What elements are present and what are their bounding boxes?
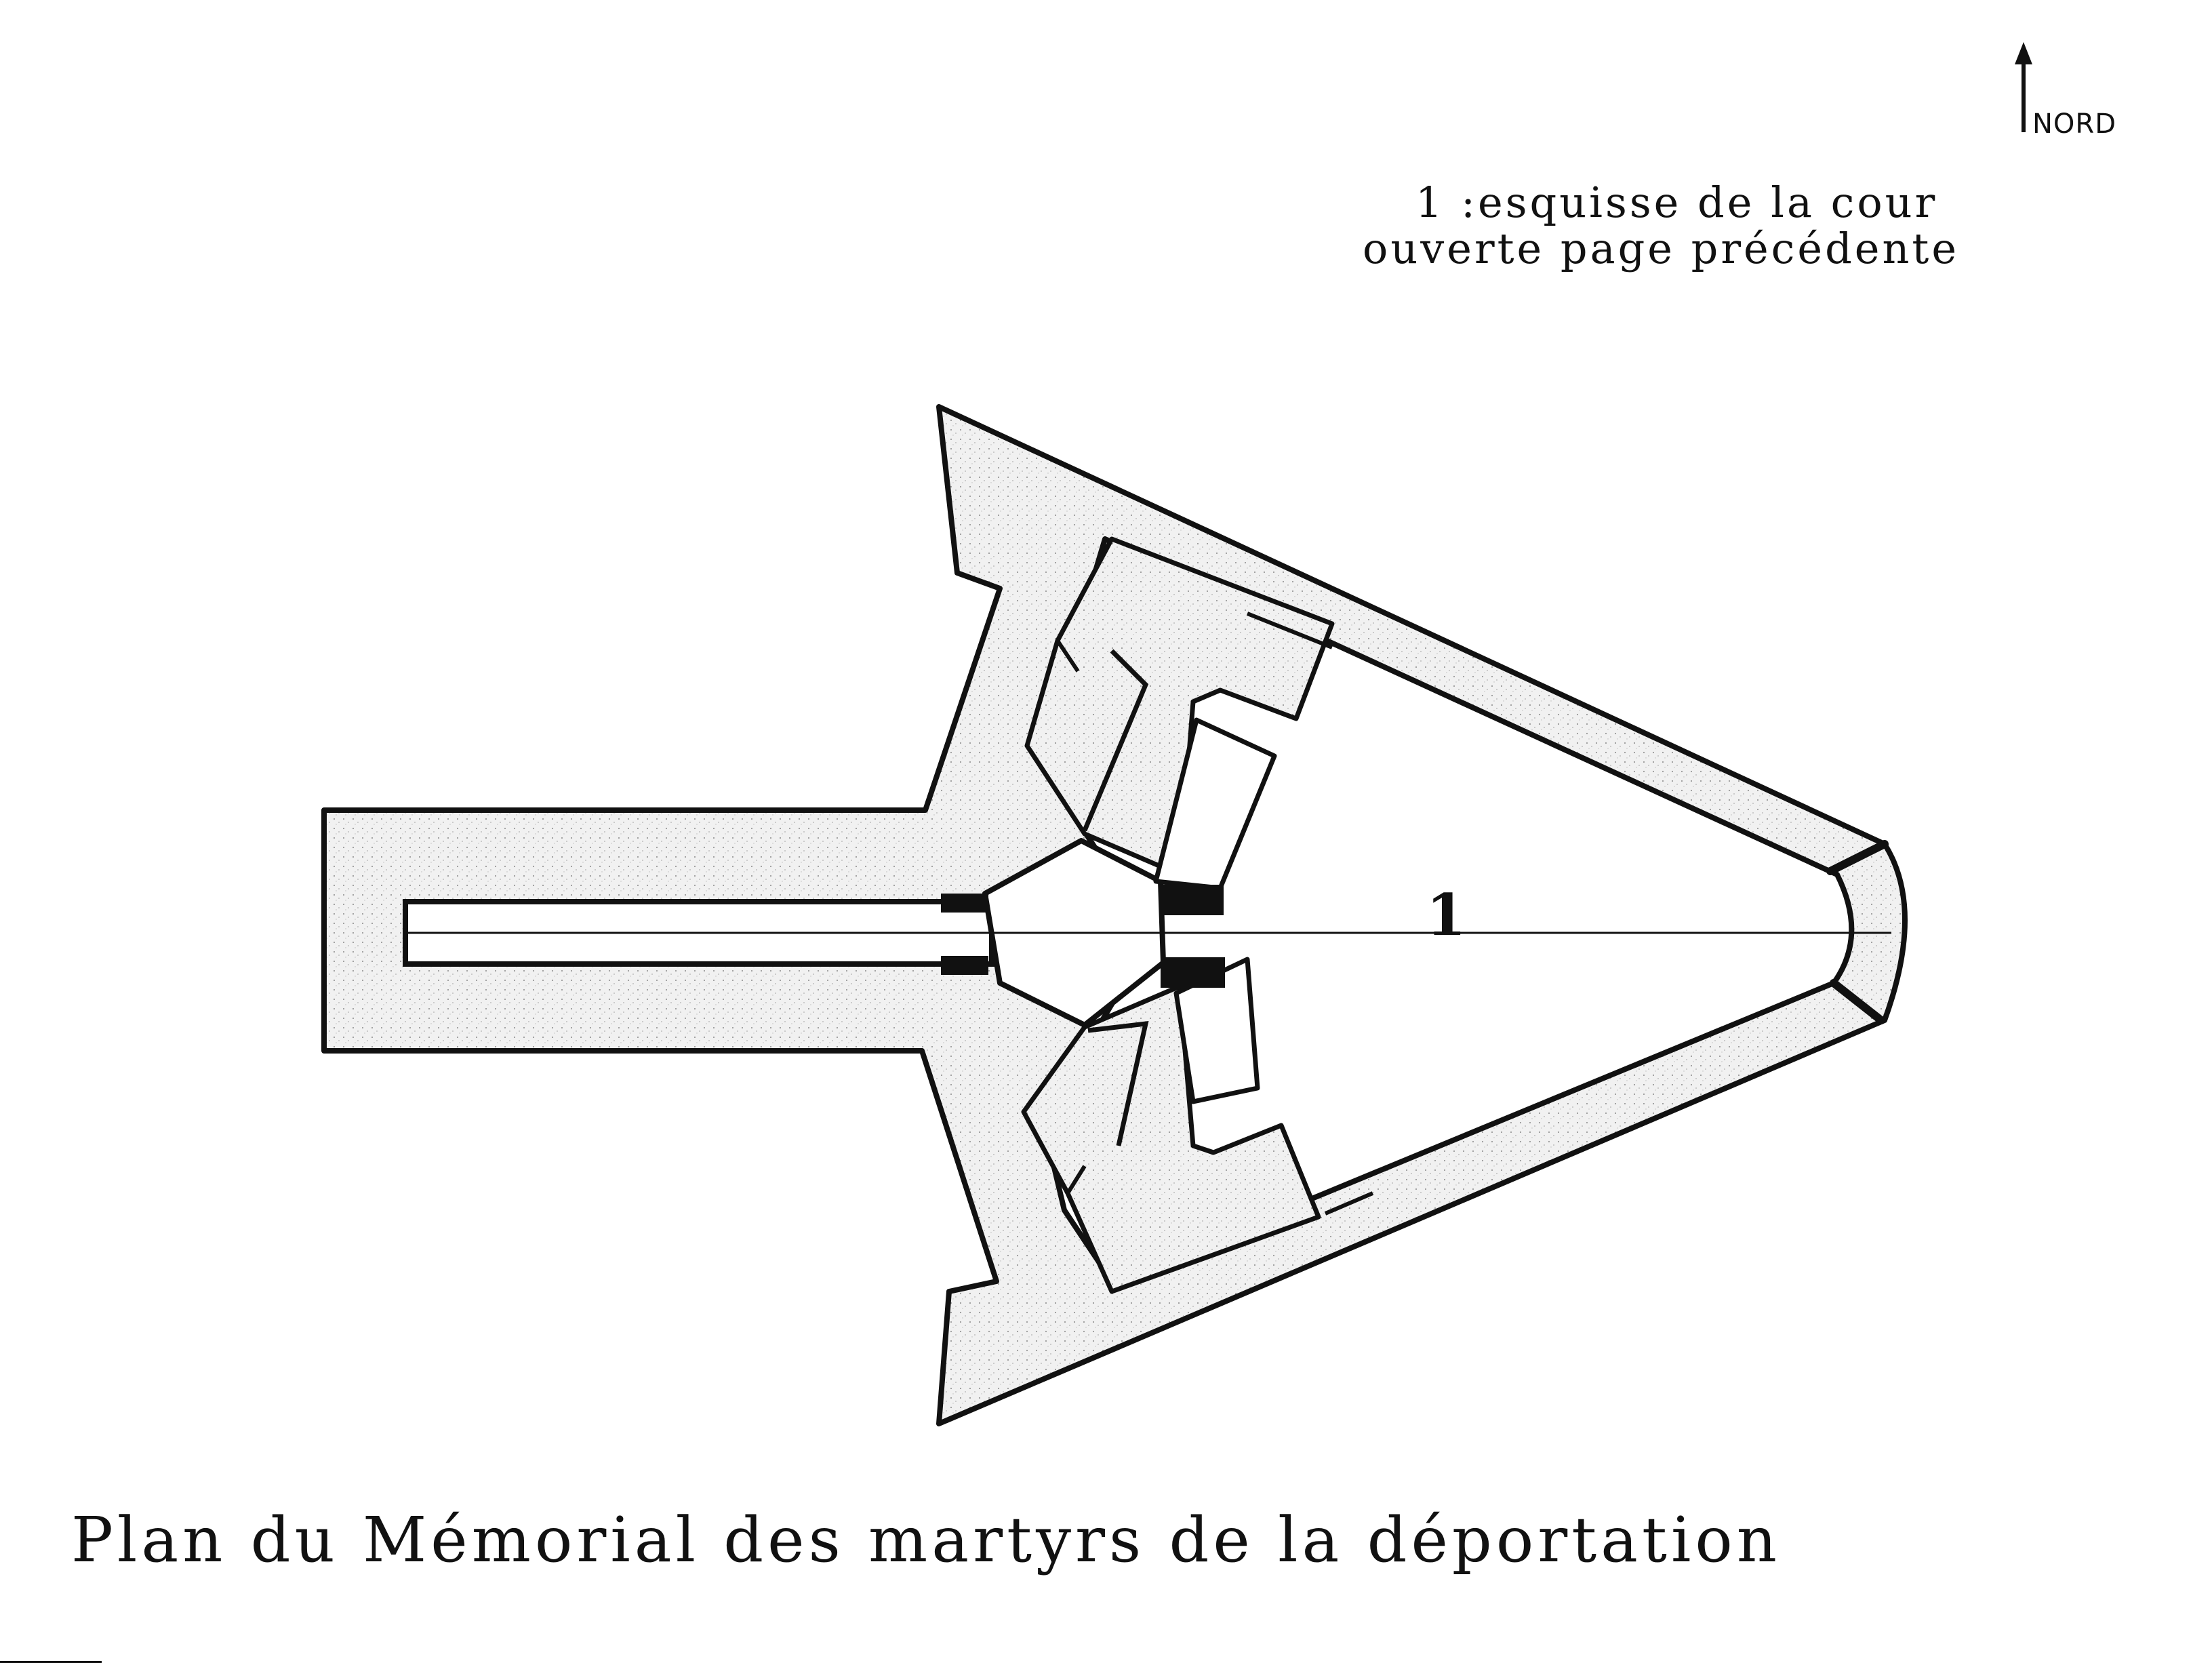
north-label: NORD <box>2032 108 2116 140</box>
crypt-stub-nw <box>941 894 988 913</box>
plan-title: Plan du Mémorial des martyrs de la dépor… <box>71 1504 1782 1576</box>
north-arrow-icon <box>2015 42 2032 132</box>
crypt-stub-ne <box>1159 885 1224 915</box>
page-edge-rule <box>0 1661 102 1663</box>
south-partition <box>1087 1020 1149 1146</box>
east-tip-marks <box>1826 840 1889 1024</box>
legend-caption-line-1: 1 :esquisse de la cour <box>1415 178 1938 227</box>
north-partition <box>1082 649 1149 832</box>
crypt-stub-sw <box>941 956 988 975</box>
crypt-stub-se <box>1161 957 1225 988</box>
north-recess <box>1055 612 1333 673</box>
legend-caption-line-2: ouverte page précédente <box>1363 224 1960 273</box>
south-cell-block <box>1021 984 1321 1294</box>
section-marker-label: 1 <box>1426 881 1466 948</box>
south-recess <box>1066 1165 1374 1216</box>
